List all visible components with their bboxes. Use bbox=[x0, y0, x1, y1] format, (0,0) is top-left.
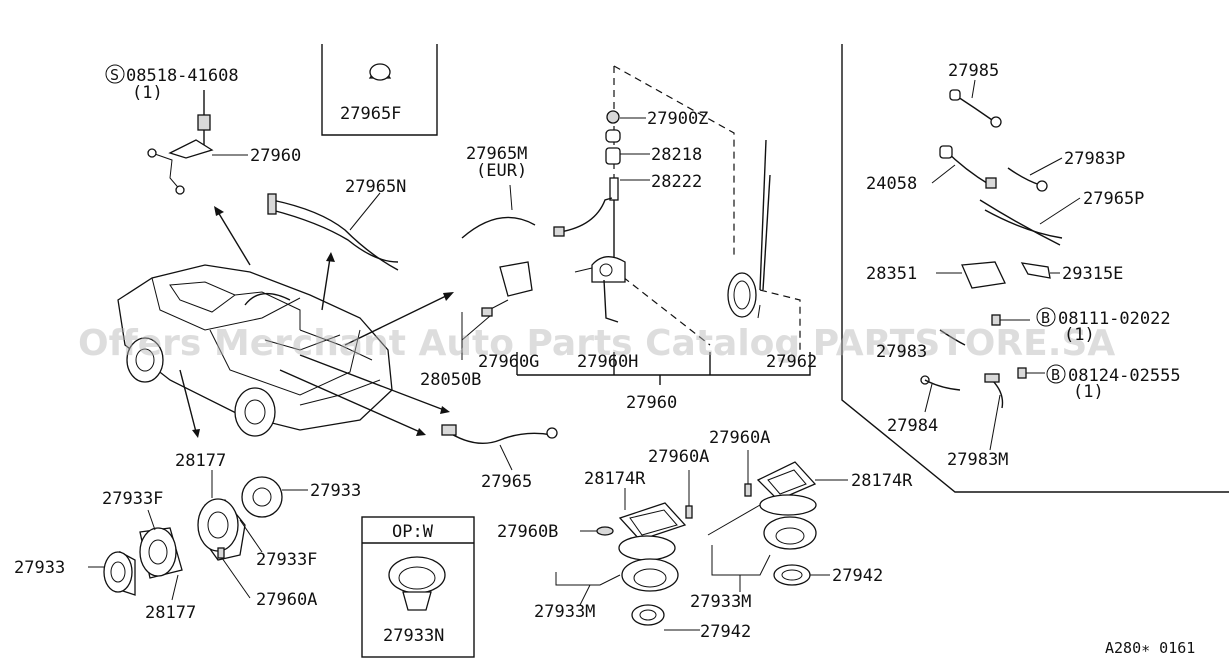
label-27933M-left: 27933M bbox=[534, 602, 595, 622]
label-28177-top: 28177 bbox=[175, 451, 226, 471]
label-27983P: 27983P bbox=[1064, 149, 1125, 169]
label-27983: 27983 bbox=[876, 342, 927, 362]
watermark: Offers Merchant Auto Parts Catalog PARTS… bbox=[78, 323, 1115, 364]
label-eur: (EUR) bbox=[476, 161, 527, 181]
label-27960-mid: 27960 bbox=[626, 393, 677, 413]
label-27960B: 27960B bbox=[497, 522, 558, 542]
label-27962: 27962 bbox=[766, 352, 817, 372]
label-27960A-right: 27960A bbox=[709, 428, 770, 448]
label-08124-02555: 08124-02555 bbox=[1068, 366, 1181, 386]
callout-arrows bbox=[179, 206, 454, 438]
label-27960G: 27960G bbox=[478, 352, 539, 372]
label-08111-02022: 08111-02022 bbox=[1058, 309, 1171, 329]
label-28351: 28351 bbox=[866, 264, 917, 284]
part-labels: 08518-41608 (1) 27960 27965F 27965N 2796… bbox=[14, 61, 1195, 657]
part-shapes bbox=[88, 63, 1081, 631]
label-28050B: 28050B bbox=[420, 370, 481, 390]
circled-markers: S B B bbox=[105, 64, 1066, 384]
label-27933M-right: 27933M bbox=[690, 592, 751, 612]
label-28177-bottom: 28177 bbox=[145, 603, 196, 623]
label-27965: 27965 bbox=[481, 472, 532, 492]
label-27933F-right: 27933F bbox=[256, 550, 317, 570]
label-27960-top: 27960 bbox=[250, 146, 301, 166]
label-27933-right: 27933 bbox=[310, 481, 361, 501]
label-08518-41608: 08518-41608 bbox=[126, 66, 239, 86]
circled-b-2: B bbox=[1051, 366, 1060, 384]
label-27960A-mid: 27960A bbox=[648, 447, 709, 467]
label-27960A-left: 27960A bbox=[256, 590, 317, 610]
label-27965N: 27965N bbox=[345, 177, 406, 197]
label-27933-left: 27933 bbox=[14, 558, 65, 578]
label-27933F-left: 27933F bbox=[102, 489, 163, 509]
label-08111-qty: (1) bbox=[1064, 325, 1095, 345]
circled-s: S bbox=[110, 66, 119, 84]
label-27983M: 27983M bbox=[947, 450, 1008, 470]
label-28174R-right: 28174R bbox=[851, 471, 913, 491]
circled-b-1: B bbox=[1041, 309, 1050, 327]
label-opw: OP:W bbox=[392, 522, 434, 542]
label-27965M: 27965M bbox=[466, 144, 527, 164]
label-29315E: 29315E bbox=[1062, 264, 1123, 284]
label-27984: 27984 bbox=[887, 416, 938, 436]
label-28174R-left: 28174R bbox=[584, 469, 646, 489]
label-27960H: 27960H bbox=[577, 352, 638, 372]
label-27942-bottom: 27942 bbox=[700, 622, 751, 642]
label-08518-qty: (1) bbox=[132, 83, 163, 103]
label-28218: 28218 bbox=[651, 145, 702, 165]
label-27965F: 27965F bbox=[340, 104, 401, 124]
label-27933N: 27933N bbox=[383, 626, 444, 646]
label-27900Z: 27900Z bbox=[647, 109, 708, 129]
diagram-code: A280∗ 0161 bbox=[1105, 639, 1195, 657]
label-28222: 28222 bbox=[651, 172, 702, 192]
label-08124-qty: (1) bbox=[1073, 382, 1104, 402]
label-27965P: 27965P bbox=[1083, 189, 1144, 209]
label-27942-mid: 27942 bbox=[832, 566, 883, 586]
label-24058: 24058 bbox=[866, 174, 917, 194]
label-27985: 27985 bbox=[948, 61, 999, 81]
